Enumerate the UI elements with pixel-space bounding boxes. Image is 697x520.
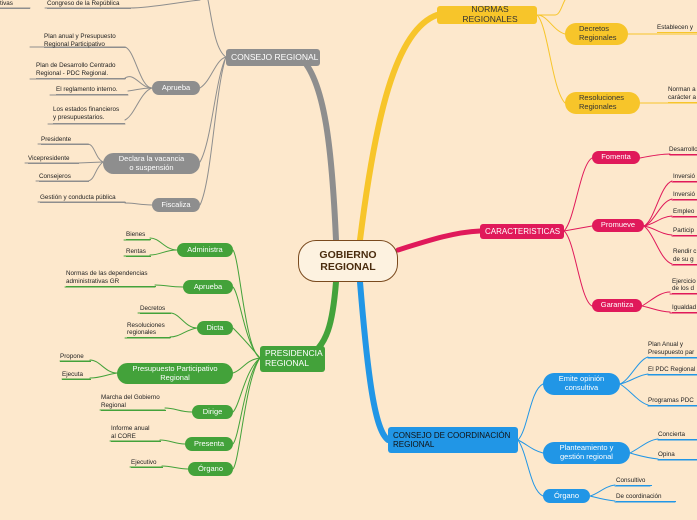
consejo-aprueba-item: El reglamento interno.: [56, 86, 128, 95]
branch-caracteristicas: [395, 228, 483, 253]
presidencia-presupuesto-item: Propone: [60, 353, 91, 362]
consejo-leaf-tivas: tivas: [0, 0, 30, 9]
consejo-coordinacion-node[interactable]: CONSEJO DE COORDINACIÓN REGIONAL: [388, 427, 518, 453]
consejo-aprueba-item: Plan anual y Presupuesto Regional Partic…: [44, 33, 126, 48]
caracteristicas-garantiza-node[interactable]: Garantiza: [592, 299, 642, 312]
presidencia-administra-item: Rentas: [126, 248, 151, 257]
caracteristicas-promueve-item: Rendir c de su g: [673, 248, 697, 265]
consejo-declara-item: Presidente: [41, 136, 89, 145]
coordinacion-organo-item: Consultivo: [616, 477, 652, 486]
presidencia-organo-item: Ejecutivo: [131, 459, 163, 468]
consejo-declara-item: Consejeros: [39, 173, 89, 182]
coordinacion-emite-item: Programas PDC: [648, 397, 697, 406]
presidencia-administra-node[interactable]: Administra: [177, 243, 233, 257]
presidencia-dicta-item: Resoluciones regionales: [127, 322, 171, 338]
consejo-aprueba-item: Plan de Desarrollo Centrado Regional - P…: [36, 62, 126, 79]
presidencia-organo-node[interactable]: Órgano: [188, 462, 233, 476]
presidencia-presenta-node[interactable]: Presenta: [185, 437, 233, 451]
coordinacion-planteamiento-item: Opina: [658, 451, 697, 460]
coordinacion-emite-item: El PDC Regional: [648, 366, 697, 375]
presidencia-dicta-item: Decretos: [140, 305, 171, 314]
consejo-leaf-congreso: Congreso de la República: [47, 0, 131, 9]
normas-resoluciones-item: Norman a carácter a: [668, 86, 697, 103]
presidencia-aprueba-item: Normas de las dependencias administrativ…: [66, 270, 156, 287]
presidencia-dirige-node[interactable]: Dirige: [192, 405, 233, 419]
coordinacion-organo-node[interactable]: Órgano: [543, 489, 590, 503]
branch-consejo: [297, 54, 339, 243]
presidencia-presupuesto-node[interactable]: Presupuesto Participativo Regional: [117, 363, 233, 384]
caracteristicas-garantiza-item: Ejercicio de los d: [672, 277, 697, 294]
caracteristicas-promueve-item: Inversió: [673, 191, 697, 200]
branch-normas: [357, 12, 440, 243]
coordinacion-emite-node[interactable]: Emite opinión consultiva: [543, 373, 620, 395]
coordinacion-organo-item: De coordinación: [616, 493, 676, 502]
consejo-declara-node[interactable]: Declara la vacancia o suspensión: [103, 153, 200, 174]
presidencia-regional-node[interactable]: PRESIDENCIA REGIONAL: [260, 346, 325, 372]
caracteristicas-promueve-item: Particip: [673, 227, 697, 236]
consejo-aprueba-item: Los estados financieros y presupuestario…: [53, 105, 125, 124]
caracteristicas-garantiza-item: Igualdad: [672, 304, 697, 313]
root-node-gobierno-regional[interactable]: GOBIERNO REGIONAL: [298, 240, 398, 282]
consejo-aprueba-node[interactable]: Aprueba: [152, 81, 200, 95]
presidencia-aprueba-node[interactable]: Aprueba: [183, 280, 233, 294]
consejo-declara-item: Vicepresidente: [28, 155, 79, 164]
branch-coordinacion: [357, 279, 391, 443]
consejo-fiscaliza-item: Gestión y conducta pública: [40, 194, 126, 203]
caracteristicas-promueve-node[interactable]: Promueve: [592, 219, 644, 232]
normas-regionales-node[interactable]: NORMAS REGIONALES: [437, 4, 537, 24]
caracteristicas-fomenta-item: Desarrollo: [669, 146, 697, 155]
coordinacion-emite-item: Plan Anual y Presupuesto par: [648, 341, 697, 358]
normas-decretos-item: Establecen y: [657, 24, 697, 33]
coordinacion-planteamiento-node[interactable]: Planteamiento y gestión regional: [543, 442, 630, 464]
caracteristicas-fomenta-node[interactable]: Fomenta: [592, 151, 640, 164]
presidencia-dicta-node[interactable]: Dicta: [197, 321, 233, 335]
caracteristicas-promueve-item: Empleo: [673, 208, 697, 217]
caracteristicas-promueve-item: Inversió: [673, 173, 697, 182]
normas-decretos-node[interactable]: Decretos Regionales: [565, 23, 628, 45]
consejo-regional-node[interactable]: CONSEJO REGIONAL: [226, 49, 320, 66]
presidencia-presupuesto-item: Ejecuta: [62, 371, 91, 380]
presidencia-dirige-item: Marcha del Gobierno Regional: [101, 394, 166, 411]
consejo-fiscaliza-node[interactable]: Fiscaliza: [152, 198, 200, 212]
caracteristicas-node[interactable]: CARACTERISTICAS: [480, 224, 564, 239]
presidencia-administra-item: Bienes: [126, 231, 151, 240]
coordinacion-planteamiento-item: Concierta: [658, 431, 697, 440]
presidencia-presenta-item: Informe anual al CORE: [111, 425, 161, 442]
normas-resoluciones-node[interactable]: Resoluciones Regionales: [565, 92, 640, 114]
